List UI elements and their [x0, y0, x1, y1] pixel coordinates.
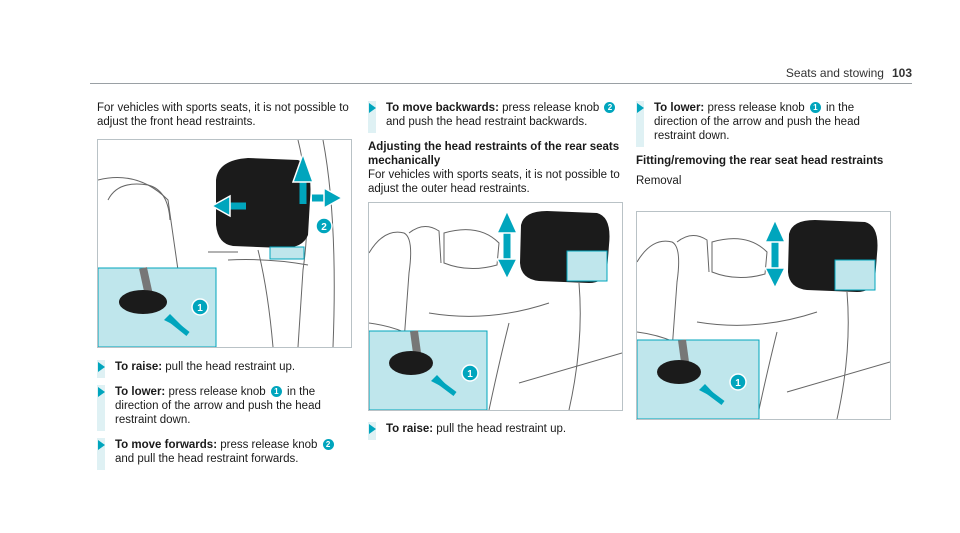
rear-intro-text: For vehicles with sports seats, it is no…: [368, 169, 620, 195]
callout-2: 2: [604, 102, 616, 113]
removal-figure: 1: [636, 211, 891, 420]
rear-adjust-figure: 1: [368, 202, 623, 411]
step-raise-rear: To raise: pull the head restraint up.: [368, 422, 623, 440]
column-3: To lower: press release knob 1 in the di…: [636, 101, 891, 188]
column-2: To move backwards: press release knob 2 …: [368, 101, 623, 196]
column-1: For vehicles with sports seats, it is no…: [97, 101, 352, 129]
step-arrow-icon: [369, 424, 376, 434]
callout-1: 1: [735, 378, 741, 389]
rear-adjust-heading: Adjusting the head restraints of the rea…: [368, 141, 620, 167]
callout-2: 2: [322, 439, 334, 450]
front-intro-text: For vehicles with sports seats, it is no…: [97, 102, 349, 128]
step-raise-front: To raise: pull the head restraint up.: [97, 360, 352, 378]
callout-1: 1: [809, 102, 821, 113]
callout-1: 1: [197, 303, 203, 314]
front-head-restraint-figure: 2 1: [97, 139, 352, 348]
callout-1: 1: [270, 386, 282, 397]
step-arrow-icon: [98, 387, 105, 397]
step-lower-rear: To lower: press release knob 1 in the di…: [636, 101, 891, 147]
step-arrow-icon: [98, 362, 105, 372]
header-rule: [90, 83, 912, 84]
step-lower-front: To lower: press release knob 1 in the di…: [97, 385, 352, 431]
step-arrow-icon: [98, 440, 105, 450]
step-backward-front: To move backwards: press release knob 2 …: [368, 101, 623, 133]
column-2-steps: To raise: pull the head restraint up.: [368, 422, 623, 447]
section-title: Seats and stowing: [785, 66, 884, 80]
column-1-steps: To raise: pull the head restraint up. To…: [97, 360, 352, 477]
page-header: Seats and stowing 103: [786, 66, 912, 80]
callout-1: 1: [467, 369, 473, 380]
step-forward-front: To move forwards: press release knob 2 a…: [97, 438, 352, 470]
step-arrow-icon: [369, 103, 376, 113]
removal-subheading: Removal: [636, 175, 682, 187]
step-arrow-icon: [637, 103, 644, 113]
front-headrest: [216, 158, 311, 248]
page-number: 103: [891, 66, 912, 80]
fitting-heading: Fitting/removing the rear seat head rest…: [636, 155, 884, 167]
callout-2: 2: [321, 222, 327, 233]
